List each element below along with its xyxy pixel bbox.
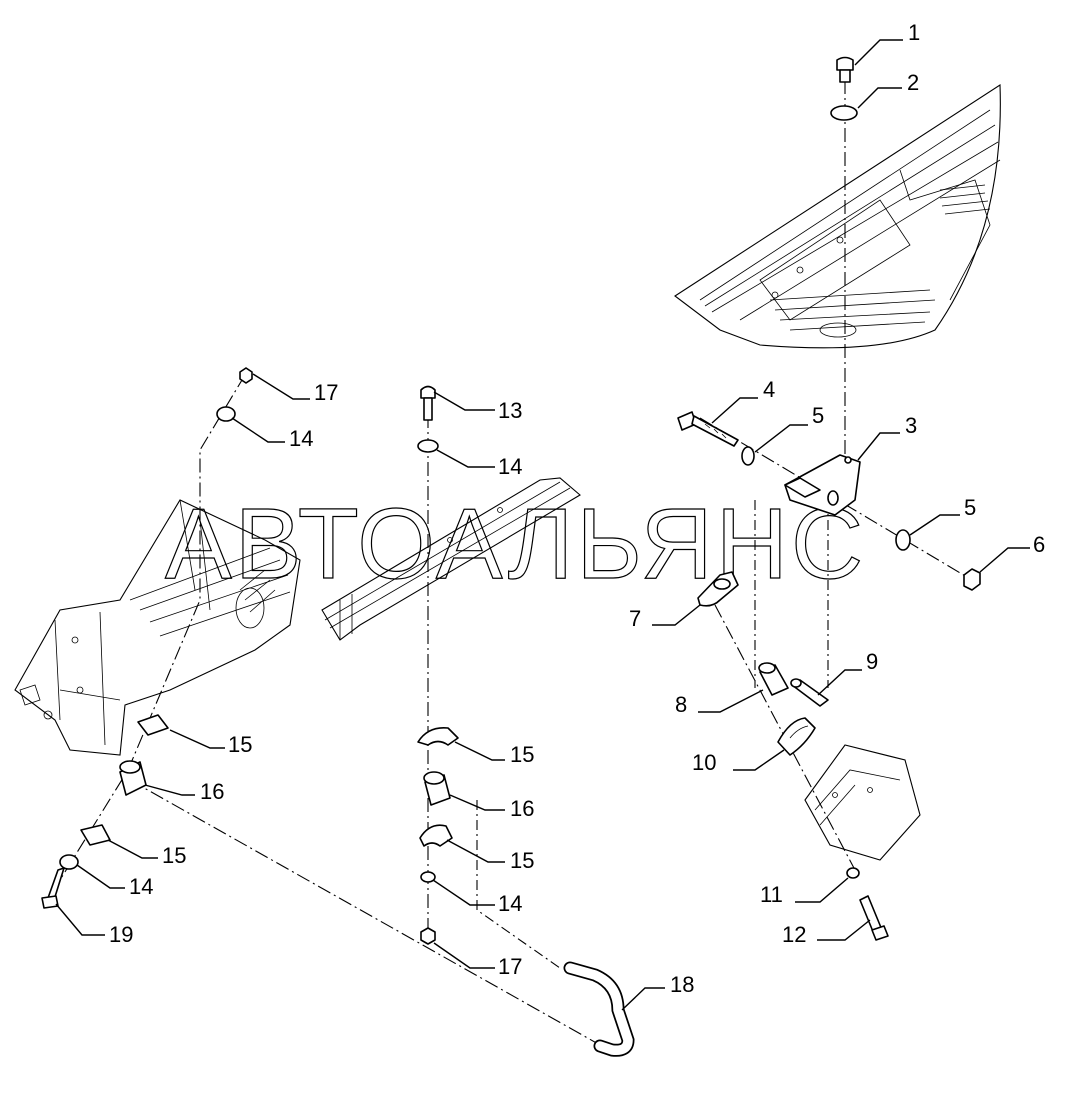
callout-11: 11	[760, 882, 783, 907]
callout-18: 18	[670, 972, 694, 997]
part-1-bolt	[836, 56, 854, 83]
callout-8: 8	[675, 692, 687, 717]
callout-labels: 1 2 3 4 5 5 6 7 8 9 10 11 12 13 14 17 14…	[109, 20, 1045, 997]
callout-5-top: 5	[812, 403, 824, 428]
part-5-washer-right	[895, 529, 911, 551]
part-2-washer	[830, 105, 858, 121]
part-17-nut-bottom	[420, 927, 436, 945]
callout-17-top: 17	[314, 380, 338, 405]
part-9-sleeve	[790, 678, 829, 707]
callout-10: 10	[692, 750, 716, 775]
part-15-clamp-upper-middle	[417, 726, 459, 746]
callout-16-left: 16	[200, 779, 224, 804]
callout-14-top-middle: 14	[498, 454, 522, 479]
part-11-washer	[846, 867, 860, 879]
middle-rail	[321, 477, 581, 641]
assembly-lines	[59, 80, 973, 1046]
callout-5-right: 5	[964, 495, 976, 520]
part-16-bushing-middle	[423, 771, 451, 806]
callout-17-bottom: 17	[498, 954, 522, 979]
callout-leaders	[55, 39, 1030, 1011]
callout-2: 2	[907, 70, 919, 95]
part-3-bracket	[784, 454, 861, 516]
part-18-u-rod	[563, 961, 635, 1057]
callout-14-bottom-middle: 14	[498, 891, 522, 916]
callout-15-lower-middle: 15	[510, 848, 534, 873]
callout-9: 9	[866, 649, 878, 674]
part-14-washer-top-middle	[417, 439, 439, 453]
part-4-bolt	[677, 411, 739, 447]
part-14-washer-top-left	[216, 406, 236, 422]
callout-15-lower-left: 15	[162, 843, 186, 868]
callout-19: 19	[109, 922, 133, 947]
callout-1: 1	[908, 20, 920, 45]
part-8-bushing	[758, 662, 789, 696]
part-15-clamp-lower-middle	[419, 824, 453, 847]
callout-15-upper-left: 15	[228, 732, 252, 757]
part-6-nut	[963, 568, 981, 591]
part-15-clamp-upper-left	[137, 714, 169, 736]
callout-15-upper-middle: 15	[510, 742, 534, 767]
watermark: АВТОАЛЬЯНС	[165, 488, 866, 600]
part-17-nut-top	[239, 367, 253, 384]
callout-12: 12	[782, 922, 806, 947]
part-12-bolt	[859, 895, 889, 941]
part-19-bolt	[41, 867, 65, 909]
part-7-clamp	[697, 571, 739, 607]
part-5-washer-left	[741, 446, 755, 466]
part-16-bushing-left	[119, 760, 147, 796]
part-14-washer-bottom-left	[59, 854, 79, 870]
part-15-clamp-lower-left	[80, 824, 111, 846]
callout-3: 3	[905, 413, 917, 438]
callout-7: 7	[629, 606, 641, 631]
callout-14-bottom-left: 14	[129, 874, 153, 899]
part-14-washer-bottom-middle	[420, 871, 436, 883]
cab-floor-panel	[674, 84, 1001, 349]
part-10-clamp	[777, 717, 816, 756]
part-13-bolt	[420, 385, 436, 421]
callout-4: 4	[763, 377, 775, 402]
callout-6: 6	[1033, 532, 1045, 557]
callout-16-middle: 16	[510, 796, 534, 821]
callout-13: 13	[498, 398, 522, 423]
callout-14-top-left: 14	[289, 426, 313, 451]
lower-right-bracket	[804, 744, 921, 861]
